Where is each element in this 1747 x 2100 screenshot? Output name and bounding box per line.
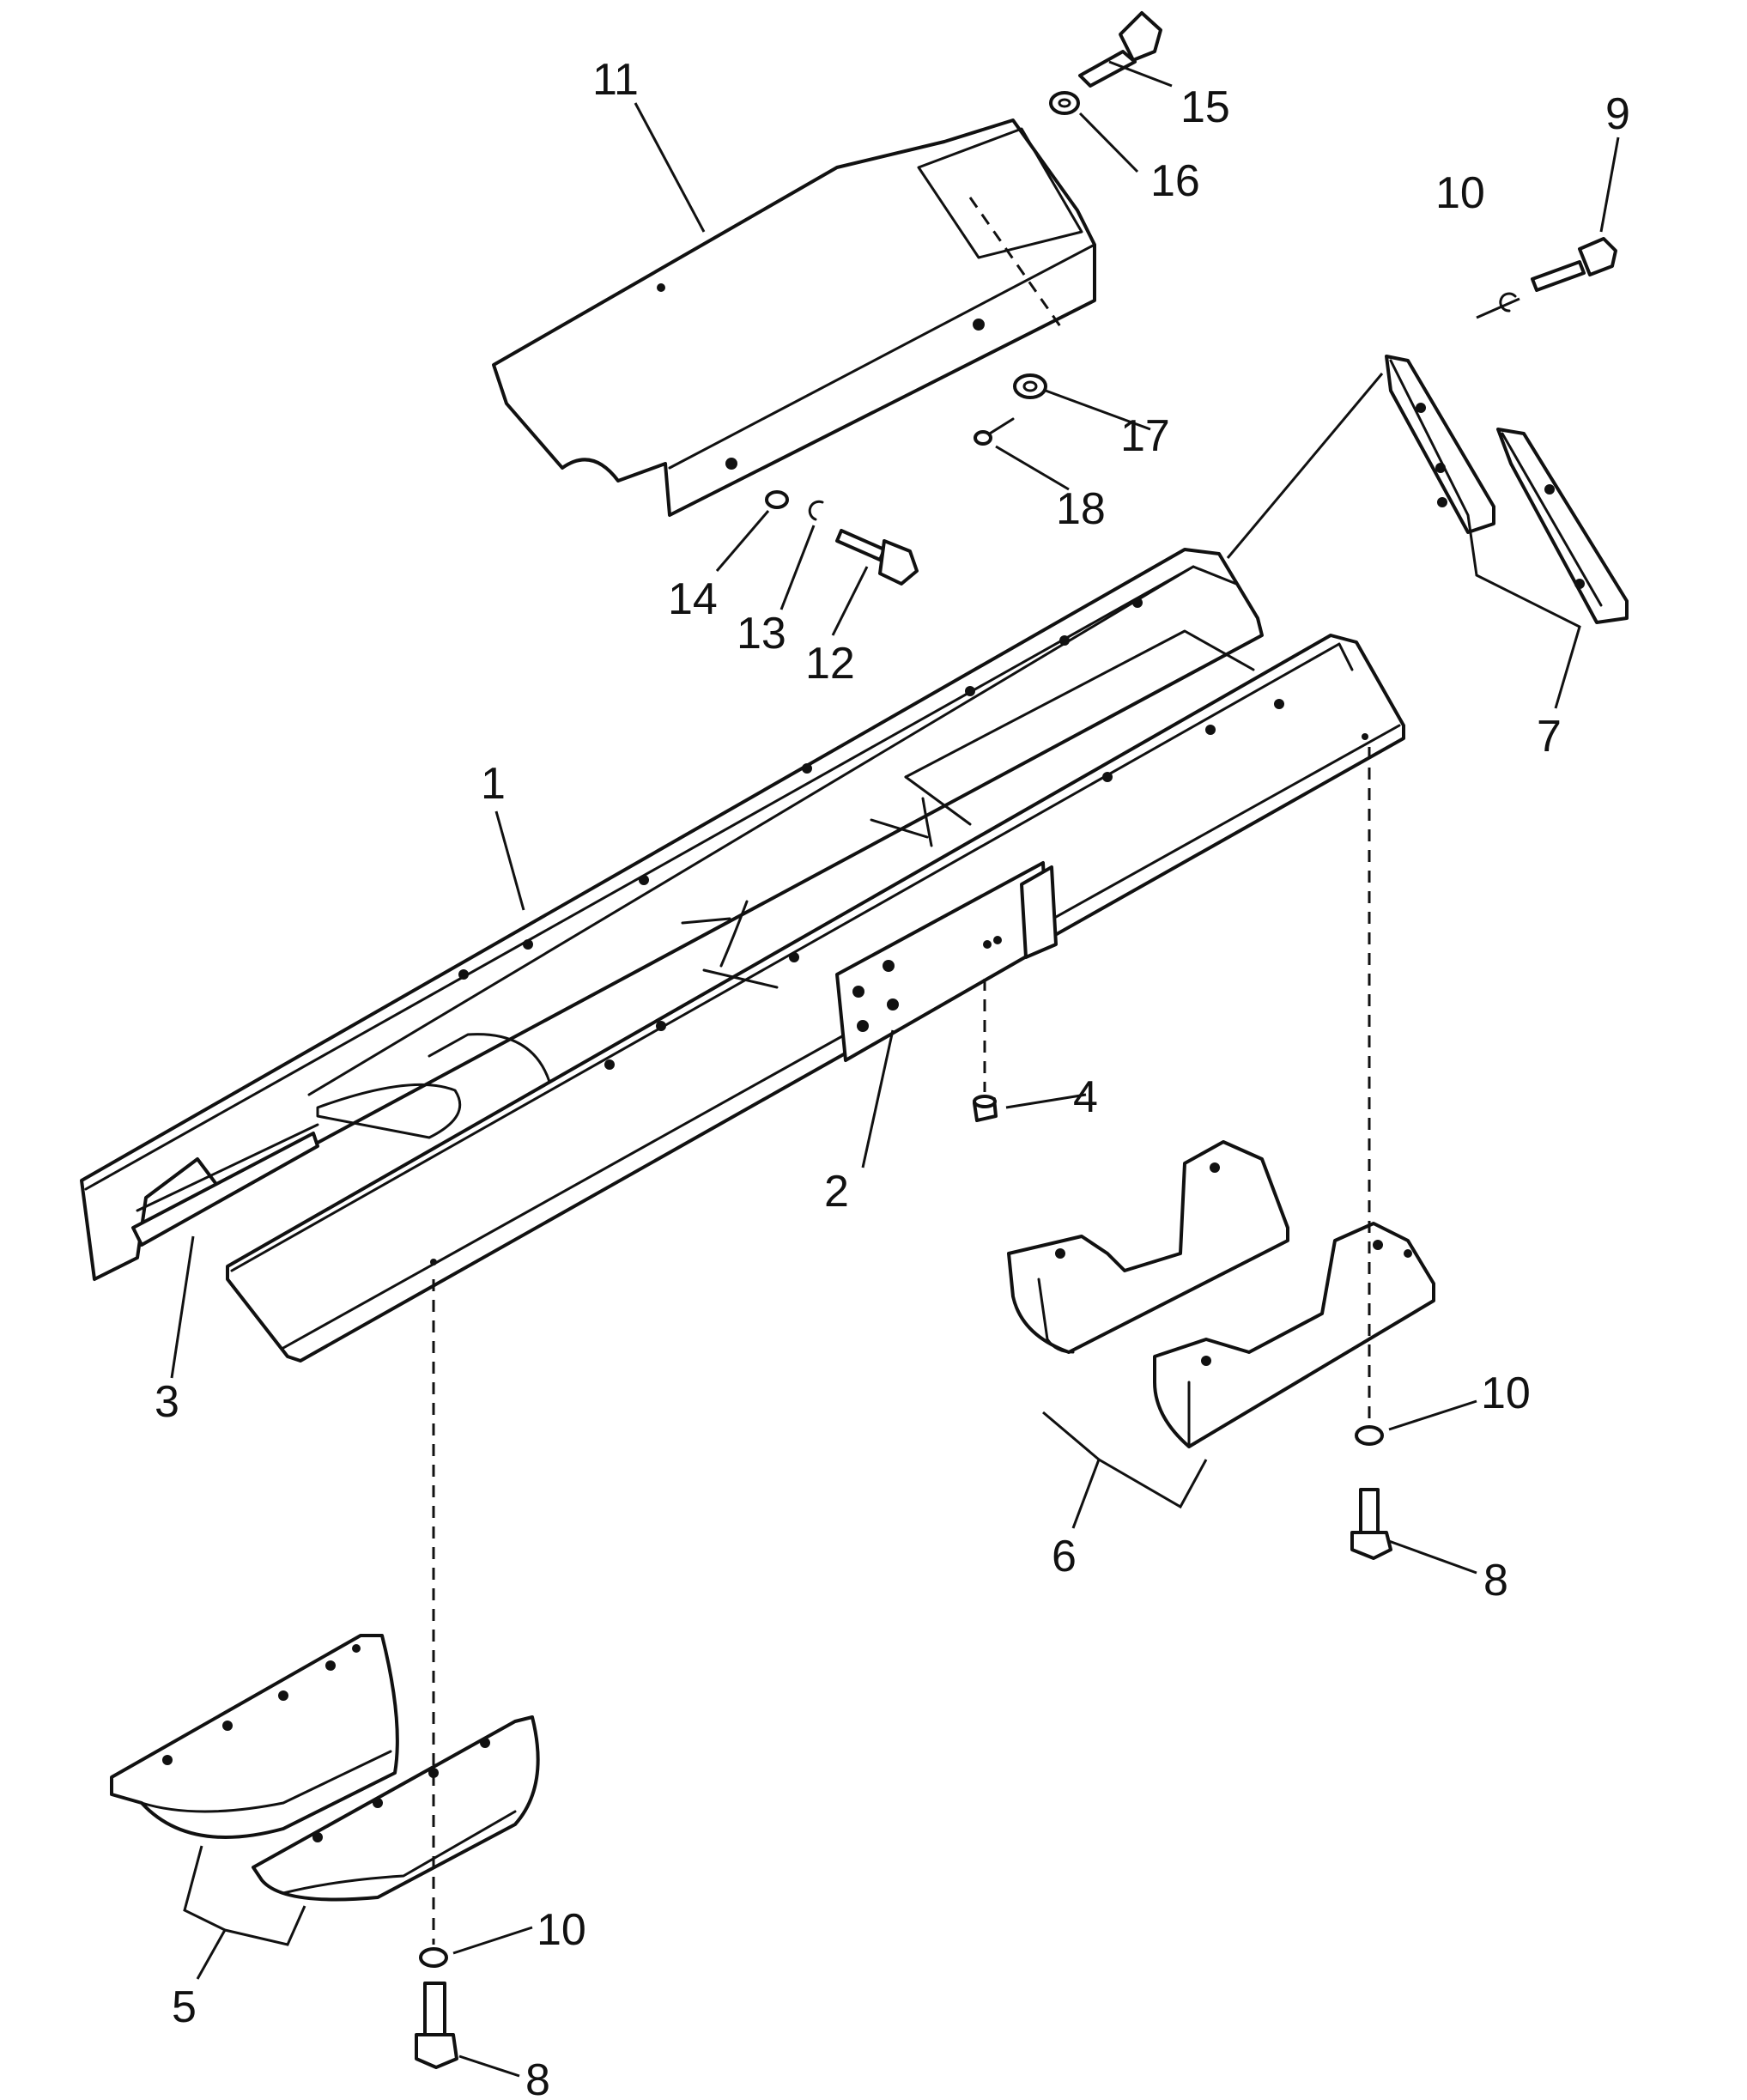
callout-10-right: 10 (1481, 1369, 1531, 1418)
part-8-bolt-left (415, 1982, 458, 2069)
part-11-cover (492, 118, 1096, 517)
callout-8-right: 8 (1483, 1556, 1508, 1605)
part-3-strip (131, 1132, 319, 1247)
callout-14: 14 (668, 574, 718, 624)
part-18-pin (974, 417, 1015, 446)
callout-17: 17 (1120, 411, 1170, 461)
part-13-lock-washer (808, 500, 824, 521)
callout-4: 4 (1073, 1072, 1098, 1122)
callout-16: 16 (1150, 156, 1200, 206)
part-17-washer (1013, 373, 1047, 399)
callout-18: 18 (1056, 484, 1106, 534)
part-8-bolt-right (1350, 1488, 1392, 1560)
callout-15: 15 (1180, 82, 1230, 132)
callout-5: 5 (172, 1982, 197, 2032)
callout-9: 9 (1605, 89, 1630, 139)
part-16-washer (1049, 91, 1080, 115)
callout-6: 6 (1052, 1532, 1077, 1581)
part-10-washer-right (1355, 747, 1384, 1446)
part-4-plug (973, 979, 998, 1122)
callout-labels: 11 15 16 9 10 17 18 14 13 12 7 1 4 2 3 1… (155, 55, 1630, 2100)
callout-11: 11 (592, 55, 639, 105)
callout-10-left: 10 (537, 1905, 586, 1955)
part-9-bolt (1531, 237, 1617, 292)
part-14-washer (765, 490, 789, 509)
callout-13: 13 (737, 609, 786, 659)
part-7-plates (1385, 355, 1629, 624)
callout-8-left: 8 (525, 2055, 550, 2100)
part-10-washer-top (1499, 292, 1517, 313)
frame-cross-members (136, 629, 1255, 1212)
part-12-bolt (835, 529, 919, 586)
callout-12: 12 (805, 639, 855, 689)
part-6-brackets (1007, 1140, 1435, 1448)
part-15-bolt (1078, 11, 1162, 88)
part-10-washer-left (419, 1279, 448, 1968)
callout-10-top: 10 (1435, 168, 1485, 218)
callout-3: 3 (155, 1377, 179, 1427)
callout-2: 2 (824, 1167, 849, 1217)
part-2-frame-rail (226, 634, 1405, 1363)
callout-7: 7 (1537, 712, 1562, 762)
leader-lines (170, 60, 1620, 2078)
callout-1: 1 (481, 759, 506, 809)
part-5-brackets (110, 1634, 540, 1902)
